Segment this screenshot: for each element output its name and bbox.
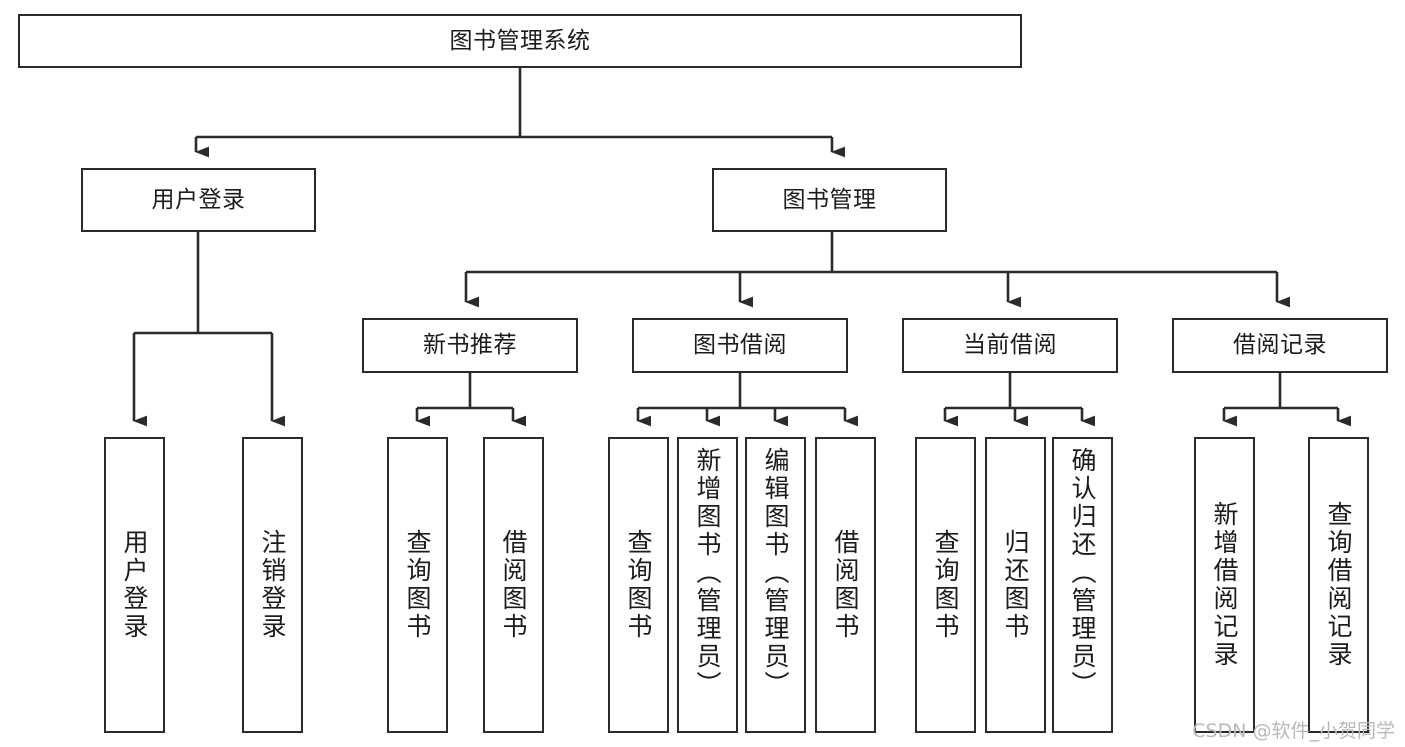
node-new-book-recommend[interactable]: 新书推荐 [362, 318, 578, 373]
node-leaf-query-record[interactable]: 查询借阅记录 [1308, 437, 1369, 733]
node-label: 图书借阅 [693, 332, 787, 359]
node-borrow-record[interactable]: 借阅记录 [1172, 318, 1388, 373]
node-label: 查询借阅记录 [1324, 501, 1353, 669]
node-label: 图书管理系统 [449, 27, 591, 54]
node-label: 用户登录 [120, 529, 149, 641]
node-label: 确认归还（管理员） [1068, 447, 1097, 699]
node-current-borrow[interactable]: 当前借阅 [902, 318, 1118, 373]
node-label: 新书推荐 [423, 332, 517, 359]
node-label: 查询图书 [403, 529, 432, 641]
node-leaf-user-logout[interactable]: 注销登录 [242, 437, 303, 733]
node-leaf-borrow-book-2[interactable]: 借阅图书 [815, 437, 876, 733]
node-leaf-query-book-1[interactable]: 查询图书 [387, 437, 448, 733]
node-label: 查询图书 [624, 529, 653, 641]
node-book-borrow[interactable]: 图书借阅 [632, 318, 848, 373]
node-label: 图书管理 [782, 186, 877, 213]
node-leaf-borrow-book-1[interactable]: 借阅图书 [483, 437, 544, 733]
node-book-management[interactable]: 图书管理 [712, 168, 947, 232]
node-label: 当前借阅 [963, 332, 1057, 359]
node-label: 归还图书 [1001, 529, 1030, 641]
node-root-book-management-system[interactable]: 图书管理系统 [18, 14, 1022, 68]
node-leaf-confirm-return[interactable]: 确认归还（管理员） [1052, 437, 1113, 733]
node-label: 注销登录 [258, 529, 287, 641]
node-label: 借阅图书 [499, 529, 528, 641]
node-label: 编辑图书（管理员） [761, 447, 790, 699]
node-label: 查询图书 [931, 529, 960, 641]
node-leaf-add-book[interactable]: 新增图书（管理员） [677, 437, 738, 733]
node-label: 借阅记录 [1233, 332, 1327, 359]
node-label: 用户登录 [151, 186, 246, 213]
node-leaf-edit-book[interactable]: 编辑图书（管理员） [745, 437, 806, 733]
node-leaf-user-login[interactable]: 用户登录 [104, 437, 165, 733]
node-label: 新增图书（管理员） [693, 447, 722, 699]
node-leaf-return-book[interactable]: 归还图书 [985, 437, 1046, 733]
node-leaf-query-book-2[interactable]: 查询图书 [608, 437, 669, 733]
node-label: 新增借阅记录 [1210, 501, 1239, 669]
node-label: 借阅图书 [831, 529, 860, 641]
node-user-login[interactable]: 用户登录 [81, 168, 316, 232]
node-leaf-add-record[interactable]: 新增借阅记录 [1194, 437, 1255, 733]
node-leaf-query-book-3[interactable]: 查询图书 [915, 437, 976, 733]
csdn-watermark: CSDN @软件_小贺同学 [1192, 720, 1395, 742]
